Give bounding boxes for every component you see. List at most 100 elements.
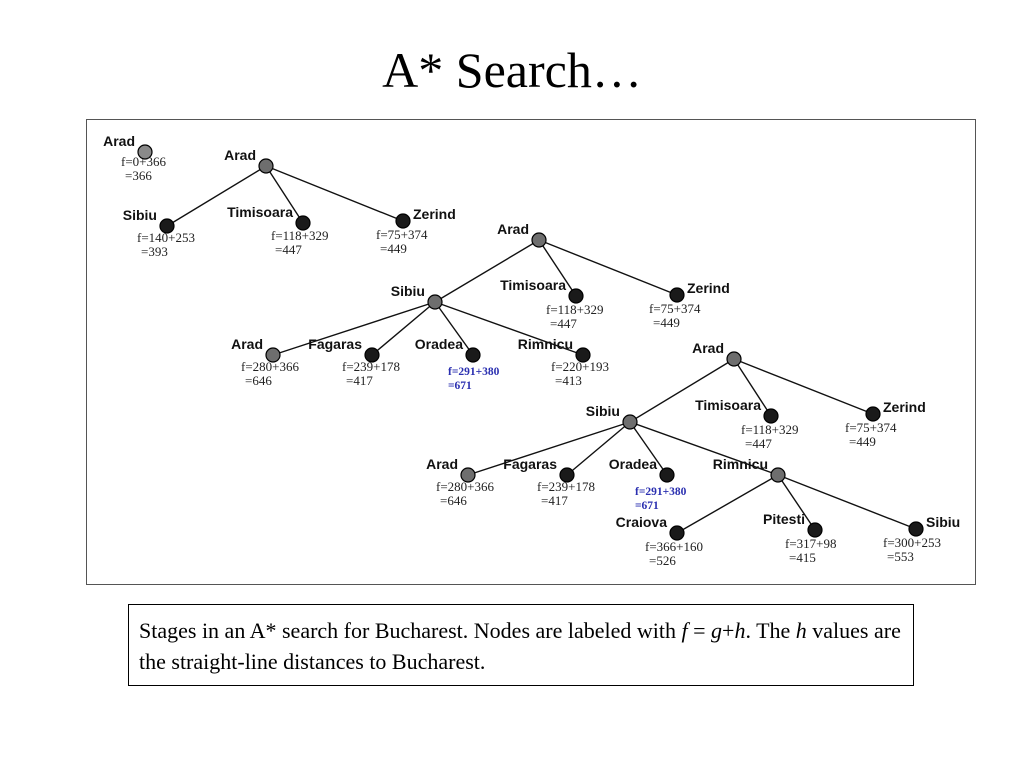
- node-name-label: Zerind: [413, 206, 456, 222]
- node-f-expression: f=0+366: [121, 154, 166, 169]
- tree-edge: [733, 358, 874, 415]
- node-f-expression: f=317+98: [785, 536, 837, 551]
- node-name-label: Sibiu: [123, 207, 157, 223]
- tree-edge: [733, 358, 772, 417]
- node-circle: [295, 215, 311, 231]
- node-circle: [622, 414, 638, 430]
- tree-edge: [434, 239, 540, 303]
- node-f-total: =671: [448, 380, 472, 392]
- node-f-expression: f=291+380: [635, 486, 687, 498]
- tree-edge: [272, 301, 436, 356]
- tree-edge: [434, 301, 584, 356]
- slide-title: A* Search…: [382, 42, 642, 98]
- node-f-expression: f=75+374: [845, 420, 897, 435]
- node-f-total: =393: [141, 244, 168, 259]
- node-circle: [364, 347, 380, 363]
- caption-text: +: [722, 618, 735, 643]
- tree-edge: [467, 421, 631, 476]
- node-circle: [659, 467, 675, 483]
- tree-node-sibiu: Sibiu: [586, 403, 638, 430]
- search-tree-svg: Aradf=0+366=366AradSibiuf=140+253=393Tim…: [103, 133, 960, 568]
- node-circle: [395, 213, 411, 229]
- node-f-total: =646: [440, 493, 467, 508]
- node-name-label: Arad: [103, 133, 135, 149]
- node-f-total: =449: [380, 241, 407, 256]
- node-f-expression: f=118+329: [546, 302, 604, 317]
- node-name-label: Timisoara: [227, 204, 293, 220]
- node-name-label: Arad: [497, 221, 529, 237]
- caption-g: g: [711, 618, 723, 643]
- node-f-total: =417: [541, 493, 568, 508]
- node-name-label: Oradea: [609, 456, 657, 472]
- tree-node-sibiu: Sibiu f=140+253=393: [123, 207, 195, 259]
- caption-text: values are the straight-line distances t…: [139, 618, 901, 674]
- node-circle: [559, 467, 575, 483]
- node-circle: [908, 521, 924, 537]
- node-name-label: Arad: [224, 147, 256, 163]
- tree-node-arad: Arad: [224, 147, 274, 174]
- node-f-expression: f=75+374: [649, 301, 701, 316]
- node-name-label: Pitesti: [763, 511, 805, 527]
- node-f-total: =447: [275, 242, 302, 257]
- node-name-label: Sibiu: [391, 283, 425, 299]
- tree-edge: [777, 474, 917, 530]
- node-name-label: Timisoara: [695, 397, 761, 413]
- node-f-expression: f=291+380: [448, 366, 500, 378]
- node-name-label: Arad: [692, 340, 724, 356]
- node-name-label: Zerind: [883, 399, 926, 415]
- tree-edge: [777, 474, 816, 531]
- caption-box: Stages in an A* search for Bucharest. No…: [128, 604, 914, 686]
- tree-edge: [629, 421, 779, 476]
- node-circle: [669, 525, 685, 541]
- node-name-label: Rimnicu: [713, 456, 768, 472]
- node-circle: [669, 287, 685, 303]
- node-f-total: =526: [649, 553, 676, 568]
- node-name-label: Sibiu: [586, 403, 620, 419]
- tree-edge: [538, 239, 678, 296]
- node-circle: [726, 351, 742, 367]
- node-f-expression: f=118+329: [271, 228, 329, 243]
- caption-text: . The: [745, 618, 796, 643]
- tree-node-sibiu: Sibiu: [391, 283, 443, 310]
- node-f-expression: f=300+253: [883, 535, 941, 550]
- node-name-label: Craiova: [616, 514, 668, 530]
- node-circle: [568, 288, 584, 304]
- caption-f: f: [681, 618, 688, 643]
- node-name-label: Fagaras: [308, 336, 362, 352]
- node-circle: [137, 144, 153, 160]
- caption-h: h: [734, 618, 746, 643]
- node-circle: [770, 467, 786, 483]
- node-circle: [427, 294, 443, 310]
- node-f-total: =553: [887, 549, 914, 564]
- node-name-label: Timisoara: [500, 277, 566, 293]
- tree-node-arad: Arad: [692, 340, 742, 367]
- node-f-expression: f=239+178: [342, 359, 400, 374]
- node-f-total: =413: [555, 373, 582, 388]
- node-f-expression: f=75+374: [376, 227, 428, 242]
- node-f-expression: f=140+253: [137, 230, 195, 245]
- node-f-total: =417: [346, 373, 373, 388]
- tree-edge: [629, 421, 668, 476]
- tree-node-zerind: Zerind f=75+374=449: [845, 399, 926, 449]
- node-name-label: Rimnicu: [518, 336, 573, 352]
- node-name-label: Arad: [426, 456, 458, 472]
- node-f-total: =449: [849, 434, 876, 449]
- node-f-expression: f=280+366: [241, 359, 299, 374]
- tree-edge: [265, 165, 404, 222]
- node-f-total: =449: [653, 315, 680, 330]
- node-name-label: Sibiu: [926, 514, 960, 530]
- node-f-total: =646: [245, 373, 272, 388]
- tree-node-oradea: Oradea f=291+380 =671: [415, 336, 500, 392]
- node-circle: [575, 347, 591, 363]
- node-name-label: Oradea: [415, 336, 463, 352]
